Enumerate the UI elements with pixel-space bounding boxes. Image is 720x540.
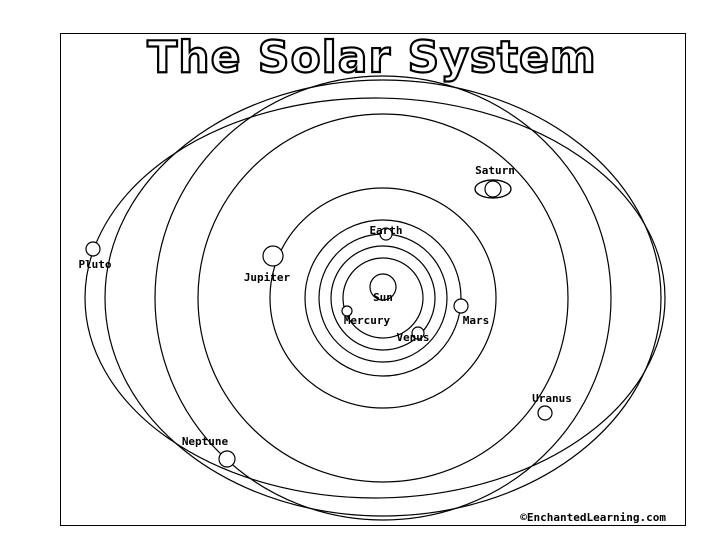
label-neptune: Neptune [182, 435, 229, 448]
label-pluto: Pluto [78, 258, 111, 271]
mars-body [454, 299, 468, 313]
label-saturn: Saturn [475, 164, 515, 177]
label-venus: Venus [396, 331, 429, 344]
label-uranus: Uranus [532, 392, 572, 405]
credit-text: ©EnchantedLearning.com [520, 511, 666, 524]
neptune-body [219, 451, 235, 467]
saturn-body [475, 180, 511, 198]
label-sun: Sun [373, 291, 393, 304]
label-mercury: Mercury [344, 314, 391, 327]
jupiter-body [263, 246, 283, 266]
uranus-body [538, 406, 552, 420]
label-mars: Mars [463, 314, 490, 327]
label-earth: Earth [369, 224, 402, 237]
label-jupiter: Jupiter [244, 271, 291, 284]
page-title: The Solar System [147, 32, 597, 83]
pluto-body [86, 242, 100, 256]
